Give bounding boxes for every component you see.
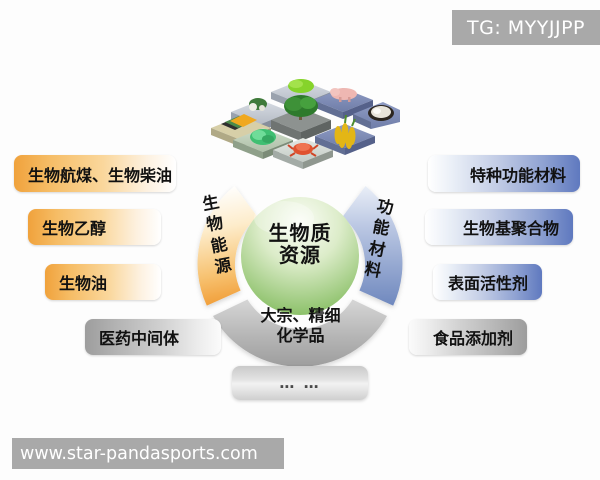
biomass-tiles-artwork: [205, 78, 400, 173]
left-label-4-text: 医药中间体: [99, 329, 180, 348]
right-label-4-text: 食品添加剂: [432, 329, 513, 348]
left-label-3: 生物油: [45, 264, 161, 300]
bottom-ellipsis-box: … …: [232, 366, 368, 400]
right-label-4: 食品添加剂: [409, 319, 527, 355]
left-label-1-text: 生物航煤、生物柴油: [28, 165, 173, 185]
right-label-3: 表面活性剂: [433, 264, 542, 300]
right-label-1: 特种功能材料: [428, 155, 580, 192]
right-label-2-text: 生物基聚合物: [462, 219, 559, 238]
right-label-3-text: 表面活性剂: [447, 274, 528, 293]
left-label-4: 医药中间体: [85, 319, 221, 355]
bottom-ellipsis-text: … …: [279, 374, 321, 392]
watermark-top: TG: MYYJJPP: [452, 10, 600, 45]
left-label-2-text: 生物乙醇: [42, 219, 107, 238]
left-label-2: 生物乙醇: [28, 209, 161, 245]
right-label-2: 生物基聚合物: [425, 209, 573, 245]
watermark-bottom: www.star-pandasports.com: [12, 438, 284, 469]
left-label-1: 生物航煤、生物柴油: [14, 155, 176, 192]
left-label-3-text: 生物油: [59, 274, 108, 293]
right-label-1-text: 特种功能材料: [469, 165, 566, 185]
hub-diagram: 生物质 资源: [180, 160, 420, 375]
